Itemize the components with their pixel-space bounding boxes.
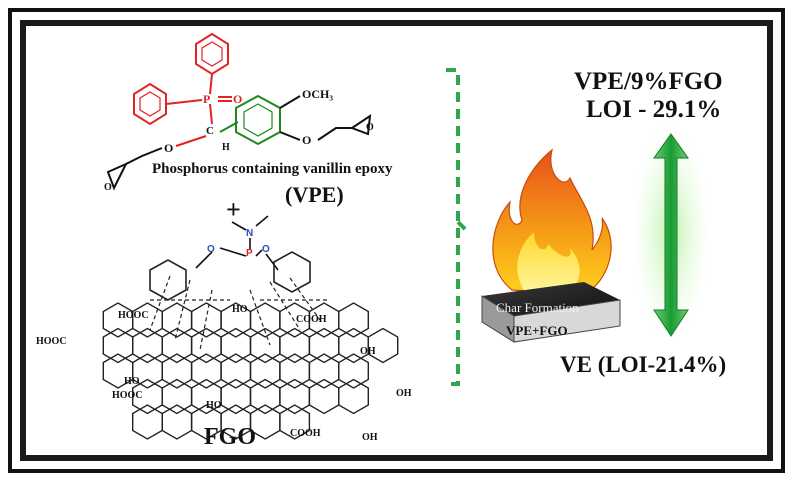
hydrogen-atom: H	[222, 142, 230, 153]
flame	[492, 148, 612, 295]
graphene-hexagon	[338, 302, 369, 338]
graphene-hexagon	[279, 378, 311, 415]
hydroxyl-far-right: OH	[396, 388, 412, 399]
graphene-hexagon	[161, 378, 193, 415]
graphene-hexagon	[102, 327, 134, 364]
graphene-hexagon	[161, 353, 193, 389]
vanillin-ring	[235, 94, 281, 146]
loi-arrow	[631, 120, 711, 344]
epoxide-left	[106, 161, 129, 191]
cooh-group-bottom: COOH	[290, 428, 321, 439]
vpe-molecule	[106, 32, 372, 191]
oxo-atom: O	[233, 92, 242, 106]
arrow-head-up	[653, 133, 689, 337]
hooc-group-lower: HOOC	[112, 390, 143, 401]
phenyl-ring-top	[195, 32, 229, 76]
graphene-hexagon	[338, 353, 369, 389]
epoxide-oxygen-left: O	[104, 182, 112, 193]
graphene-hexagon	[249, 353, 281, 389]
graphene-hexagon	[190, 353, 222, 389]
graphene-hexagon	[220, 327, 252, 364]
phosphorus-linker	[195, 215, 279, 271]
graphene-hexagon	[190, 327, 222, 364]
graphene-hexagon	[249, 327, 281, 364]
graphene-hexagon	[279, 404, 311, 440]
graphene-hexagon	[338, 378, 369, 415]
linker-oxygen-left: O	[207, 244, 215, 255]
graphene-hexagon	[220, 353, 252, 389]
plus-sign: +	[226, 195, 241, 224]
graphene-hexagon	[161, 327, 193, 364]
vpe-abbreviation: (VPE)	[285, 182, 344, 207]
graphene-hexagon	[161, 404, 193, 440]
linker-oxygen-right: O	[262, 244, 270, 255]
neat-epoxy-loi-label: VE (LOI-21.4%)	[560, 352, 727, 377]
linker-phosphorus: P	[246, 248, 253, 259]
fgo-dashes	[149, 275, 330, 351]
hydroxyl-right: OH	[360, 346, 376, 357]
ether-oxygen-right: O	[302, 133, 311, 147]
phenyl-ring-left	[133, 82, 167, 126]
fgo-aryl-rings	[149, 251, 311, 301]
graphene-hexagon	[279, 327, 311, 364]
cooh-group-upper: COOH	[296, 314, 327, 325]
hydroxyl-left: HO	[124, 376, 140, 387]
graphene-hexagon	[131, 404, 163, 440]
graphene-hexagon	[367, 327, 399, 364]
hydroxyl-bottom: HO	[206, 400, 222, 411]
methoxy-group: OCH₃	[302, 87, 333, 101]
nitrogen-atom: N	[246, 228, 253, 239]
epoxide-right	[349, 113, 372, 136]
carboxyl-bottom-right: OH	[362, 432, 378, 443]
fgo-label: FGO	[204, 424, 256, 450]
composite-loi-value: LOI - 29.1%	[586, 96, 722, 123]
char-platform	[481, 282, 621, 343]
hooc-group-upper: HOOC	[118, 310, 149, 321]
bracket	[446, 68, 470, 386]
vpe-atom-labels: P O C H O OCH₃ O O O	[104, 87, 374, 193]
graphene-hexagon	[249, 378, 281, 415]
carbon-atom: C	[206, 125, 214, 137]
vpe-full-name: Phosphorus containing vanillin epoxy	[152, 161, 393, 177]
ether-oxygen-left: O	[164, 141, 173, 155]
phosphorus-atom: P	[203, 92, 210, 106]
fgo-sheet	[102, 302, 399, 440]
graphene-hexagon	[131, 327, 163, 364]
hooc-group-left: HOOC	[36, 336, 67, 347]
graphene-hexagon	[308, 378, 340, 415]
platform-material-label: VPE+FGO	[506, 323, 568, 338]
epoxide-oxygen-right: O	[366, 122, 374, 133]
graphene-hexagon	[220, 378, 252, 415]
graphene-hexagon	[308, 327, 340, 364]
graphene-hexagon	[161, 302, 193, 338]
graphene-hexagon	[308, 353, 340, 389]
composite-label: VPE/9%FGO	[574, 68, 723, 95]
graphene-hexagon	[279, 353, 311, 389]
char-formation-label: Char Formation	[496, 300, 579, 315]
hydroxyl-upper: HO	[232, 304, 248, 315]
